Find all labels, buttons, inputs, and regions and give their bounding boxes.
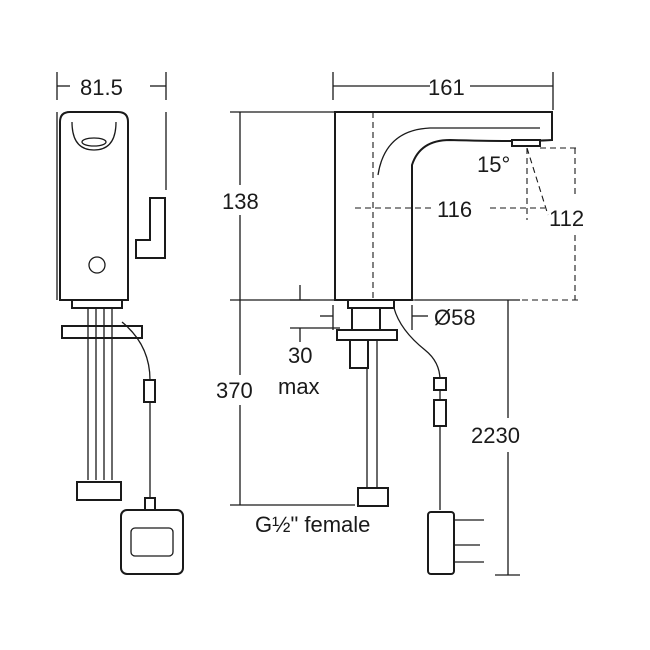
- connection-label: G½" female: [255, 512, 370, 537]
- side-width-label: 81.5: [80, 75, 123, 100]
- cable-length-label: 2230: [471, 423, 520, 448]
- body-height-label: 138: [222, 189, 259, 214]
- spout-reach-label: 116: [437, 197, 472, 222]
- sensor-height-label: 112: [549, 206, 584, 231]
- front-view: [230, 72, 580, 576]
- deck-thickness-label: 30: [288, 343, 312, 368]
- below-deck-length-label: 370: [216, 378, 253, 403]
- front-width-label: 161: [428, 75, 465, 100]
- side-view: [56, 72, 184, 575]
- base-diameter-label: Ø58: [434, 305, 476, 330]
- angle-label: 15°: [477, 152, 510, 177]
- deck-thickness-note: max: [278, 374, 320, 399]
